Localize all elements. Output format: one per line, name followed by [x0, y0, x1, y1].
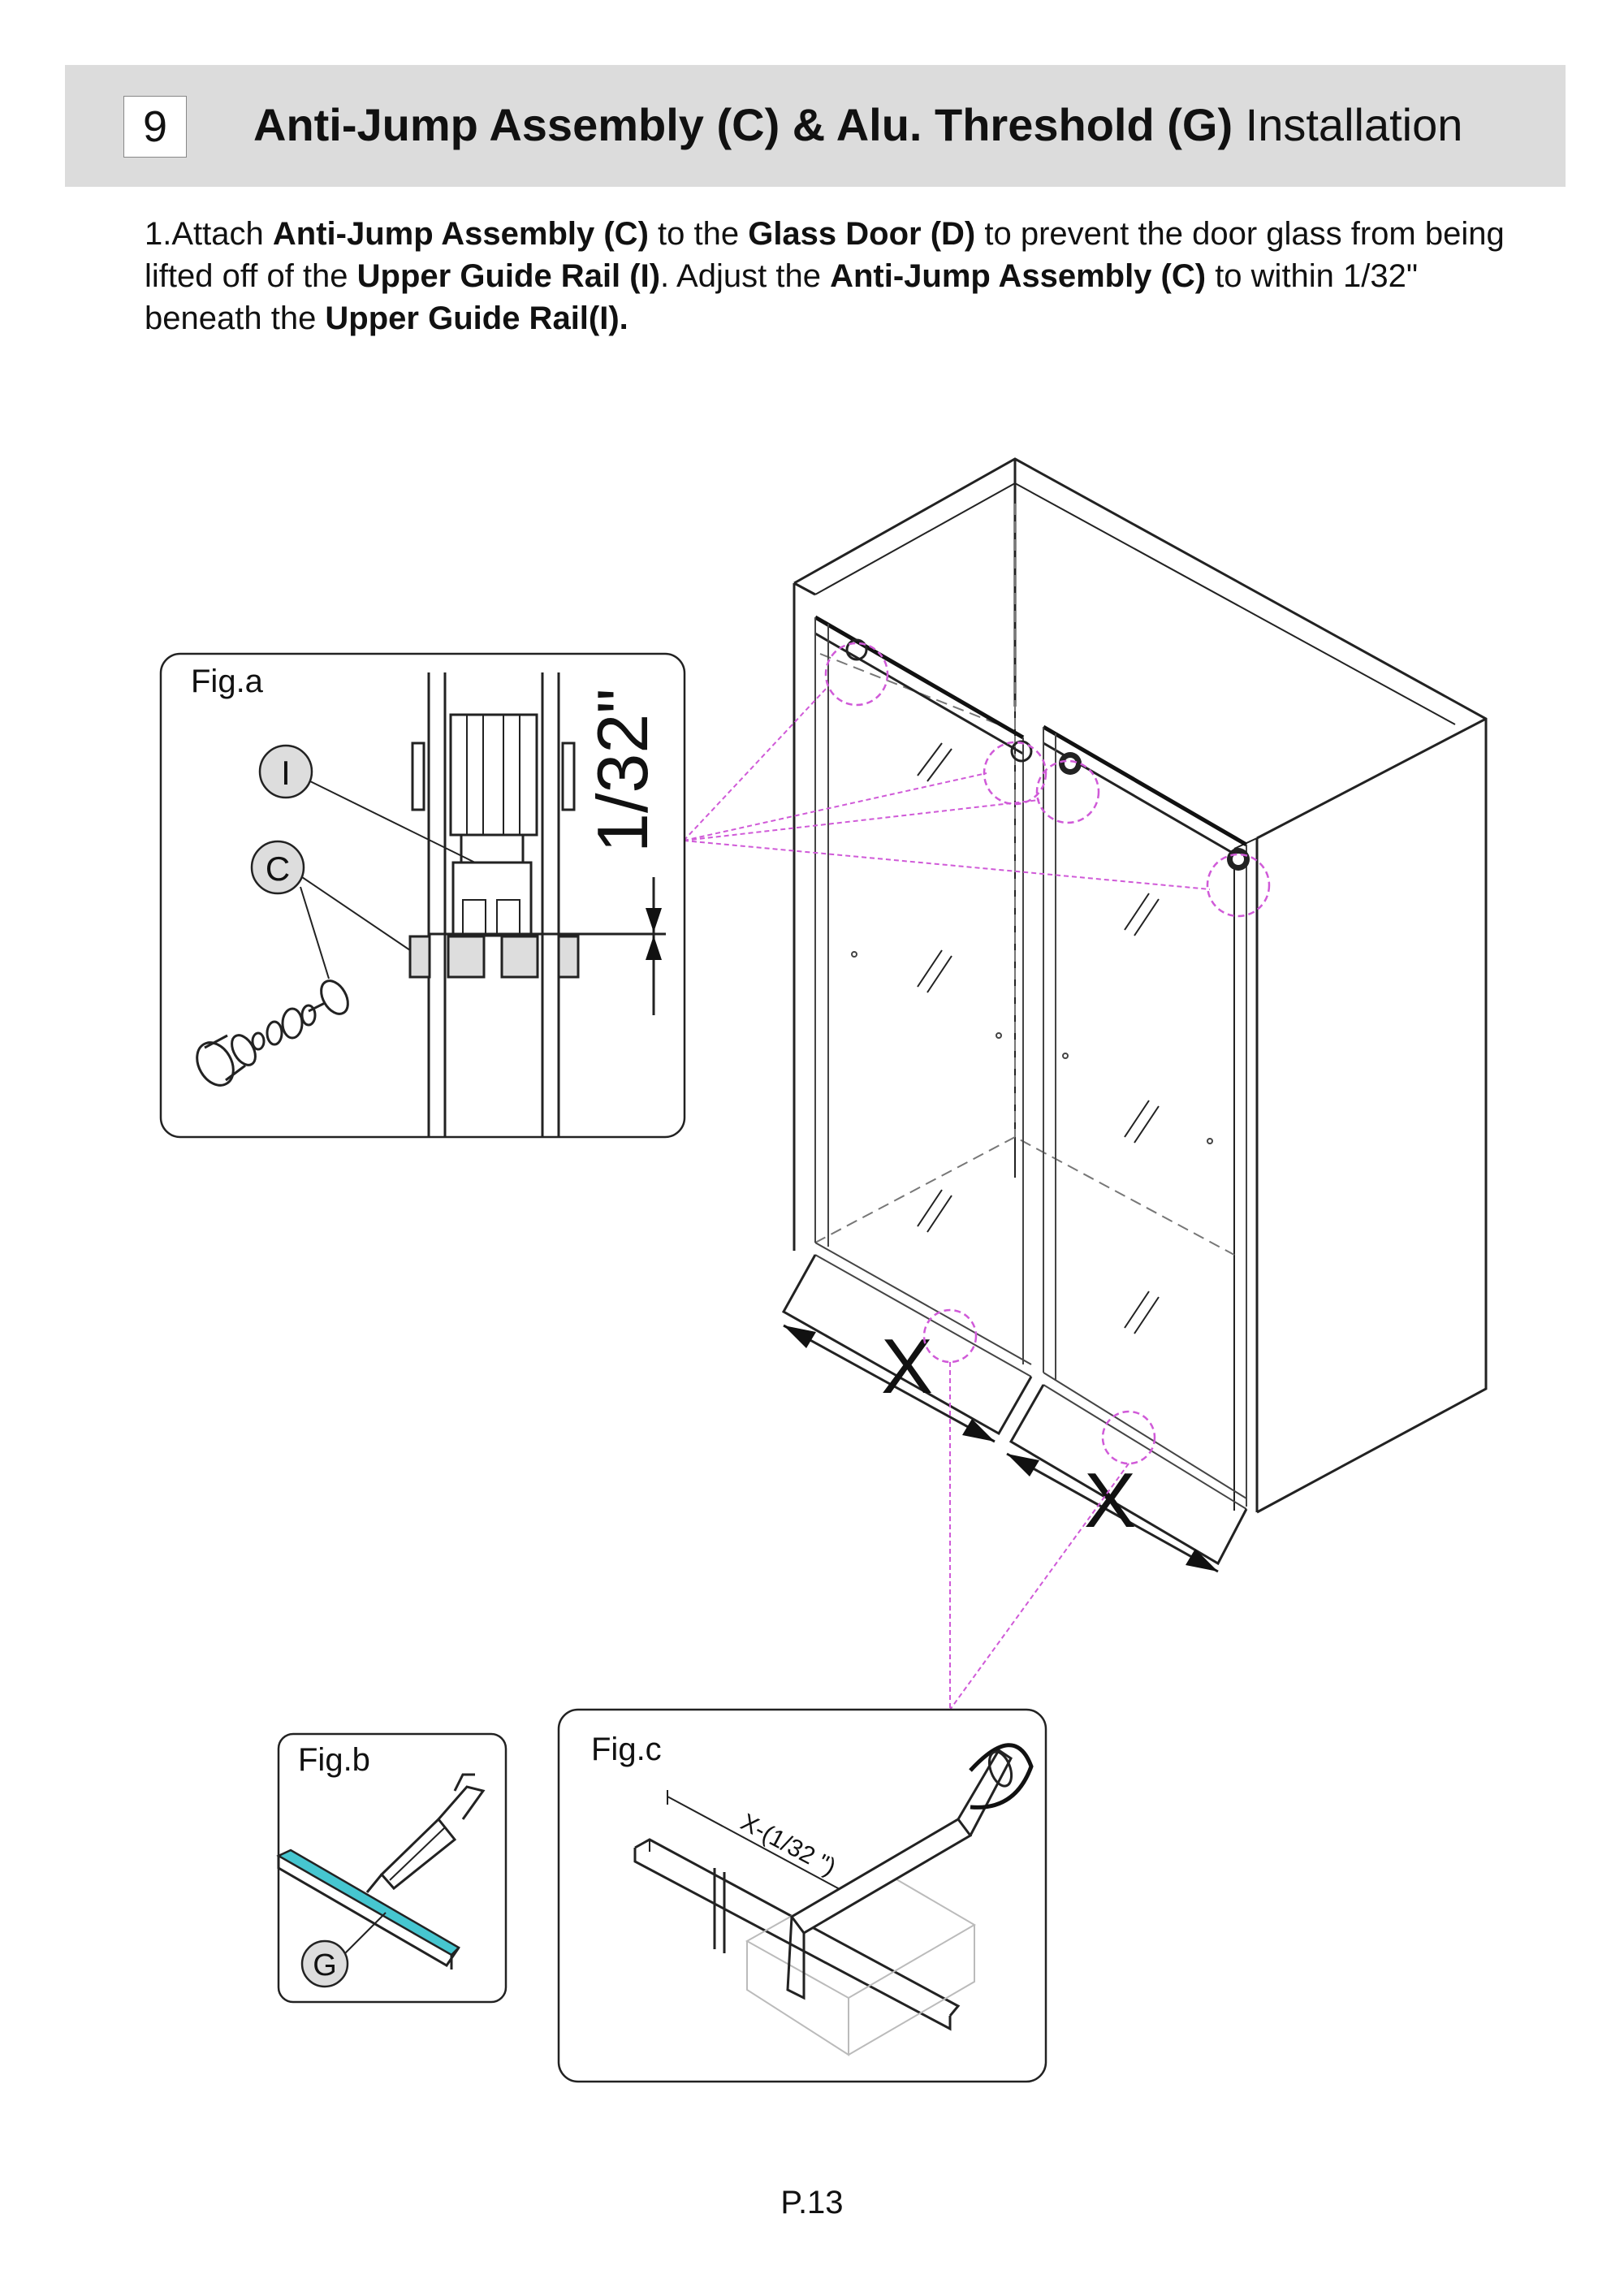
instr-text: to prevent the door glass from being lif…: [145, 216, 1505, 294]
dimension-1-32: 1/32": [582, 688, 663, 853]
dim-x-left: X: [881, 1323, 933, 1410]
instr-text: to within 1/32" beneath the: [145, 258, 1419, 336]
step-number: 9: [123, 96, 187, 158]
fig-c-label: Fig.c: [591, 1732, 662, 1767]
callout-leaders: [683, 642, 1271, 1710]
callout-g-icon: [300, 1939, 349, 1988]
instr-bold: Upper Guide Rail (I): [356, 258, 661, 294]
instr-text: to the: [648, 216, 749, 252]
fig-c: Fig.c X-(1/32 "): [557, 1708, 1047, 2083]
fig-a-label: Fig.a: [191, 664, 264, 699]
instr-text: . Adjust the: [660, 258, 831, 294]
instr-bold: Anti-Jump Assembly (C): [830, 258, 1207, 294]
step-title: Anti-Jump Assembly (C) & Alu. Threshold …: [253, 93, 1462, 158]
fig-b: Fig.b G: [276, 1732, 508, 2004]
instr-text: 1.Attach: [145, 216, 273, 252]
callout-i-icon: [258, 744, 313, 799]
title-bold: Anti-Jump Assembly (C) & Alu. Threshold …: [253, 99, 1233, 150]
instruction-text: 1.Attach Anti-Jump Assembly (C) to the G…: [145, 213, 1525, 339]
instr-bold: Upper Guide Rail(I).: [325, 301, 628, 336]
fig-b-label: Fig.b: [298, 1742, 370, 1778]
shower-enclosure: X X: [781, 457, 1488, 1573]
callout-g: G: [313, 1948, 337, 1983]
dim-x-right: X: [1084, 1457, 1136, 1544]
instr-bold: Anti-Jump Assembly (C): [272, 216, 649, 252]
callout-c: C: [266, 850, 290, 888]
callout-c-icon: [250, 840, 305, 895]
page-number: P.13: [780, 2185, 844, 2220]
instr-bold: Glass Door (D): [748, 216, 976, 252]
step-header: 9 Anti-Jump Assembly (C) & Alu. Threshol…: [65, 65, 1566, 187]
callout-i: I: [281, 754, 291, 792]
fig-a: Fig.a 1/32" I C: [159, 652, 686, 1139]
title-normal: Installation: [1233, 99, 1463, 150]
